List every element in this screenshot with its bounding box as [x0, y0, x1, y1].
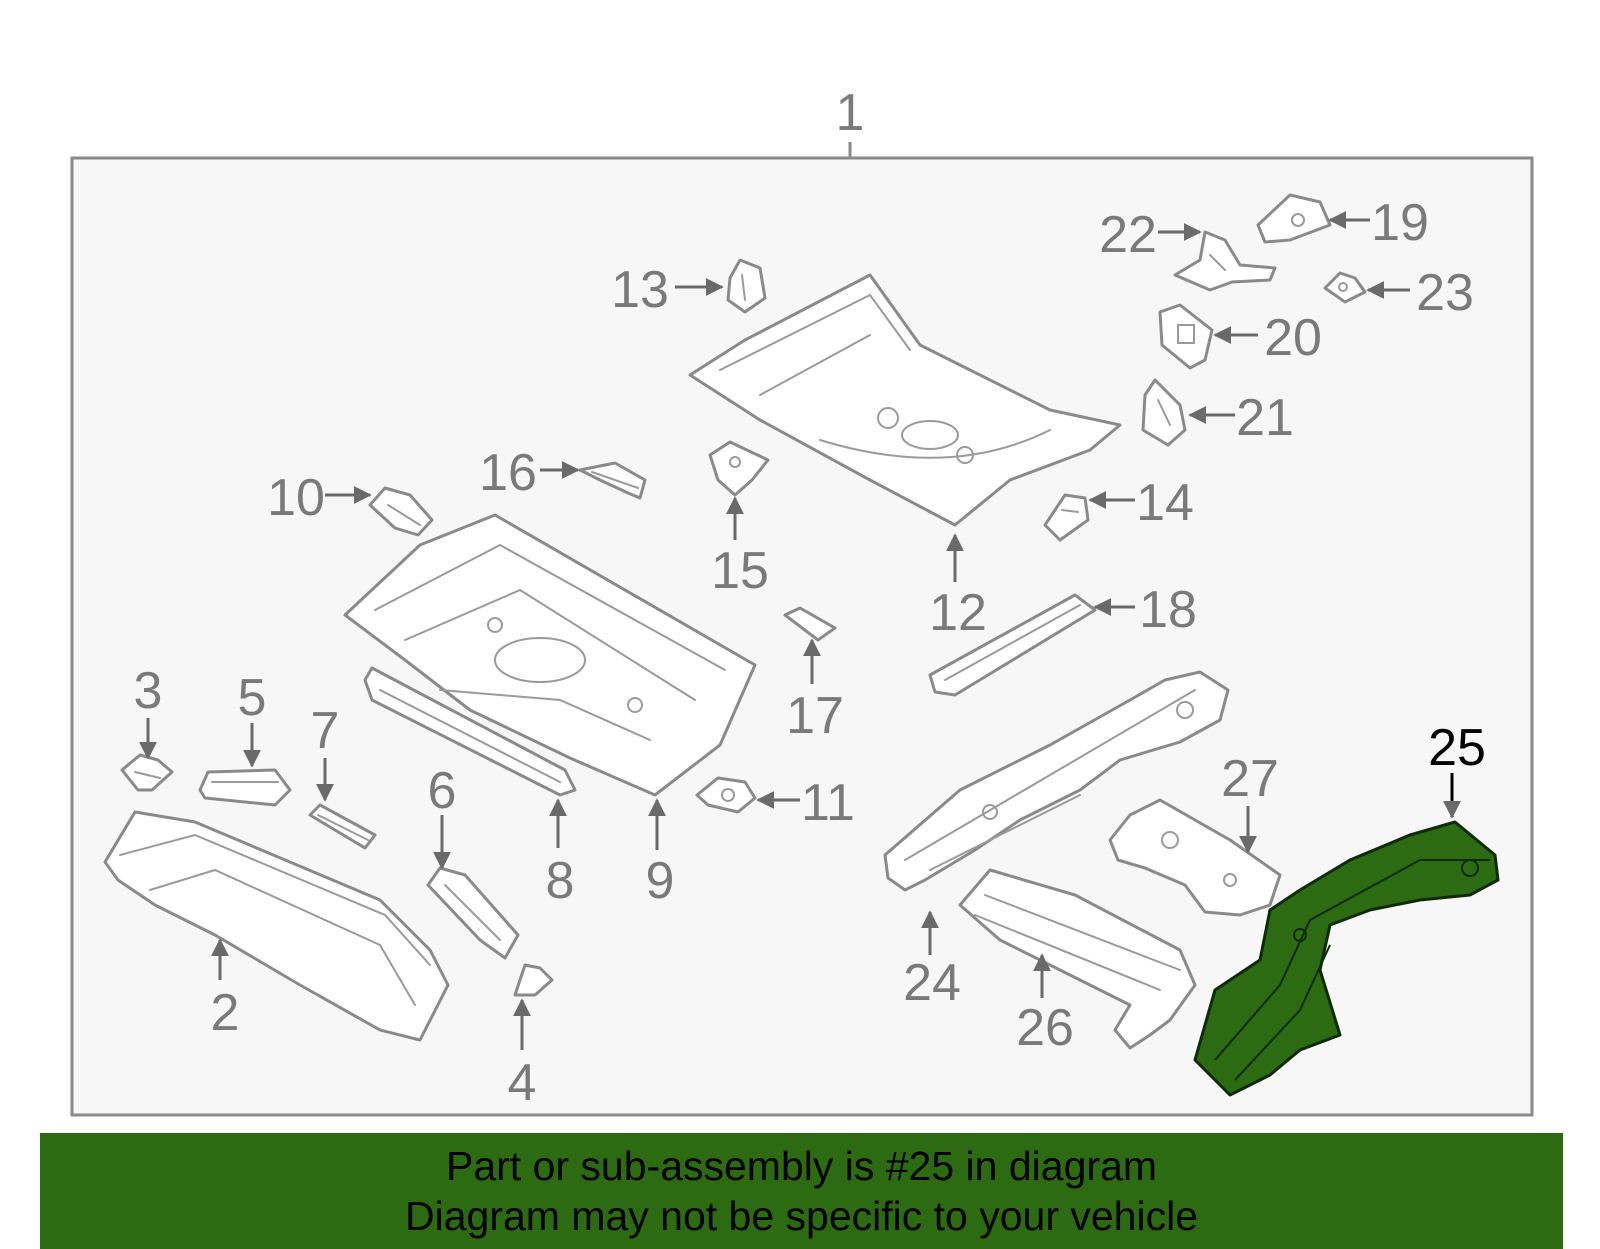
callout-8: 8 [546, 852, 575, 910]
callout-19: 19 [1371, 194, 1429, 252]
callout-24: 24 [903, 954, 961, 1012]
callout-25: 25 [1428, 719, 1486, 777]
part-18[interactable] [928, 593, 1097, 697]
part-5[interactable] [198, 768, 292, 807]
part-4[interactable] [513, 963, 554, 997]
part-27[interactable] [1108, 798, 1282, 917]
callout-5: 5 [238, 669, 267, 727]
part-2[interactable] [103, 810, 450, 1042]
part-23[interactable] [1323, 271, 1367, 304]
callout-15: 15 [711, 542, 769, 600]
callout-17: 17 [786, 687, 844, 745]
part-7[interactable] [308, 803, 377, 850]
part-9[interactable] [343, 513, 757, 797]
part-24[interactable] [883, 670, 1230, 892]
part-8[interactable] [363, 666, 577, 797]
banner-line-2: Diagram may not be specific to your vehi… [404, 1193, 1198, 1239]
part-16[interactable] [578, 461, 647, 500]
callout-21: 21 [1236, 389, 1294, 447]
part-25[interactable] [1193, 820, 1500, 1097]
callout-6: 6 [428, 762, 457, 820]
banner-line-1: Part or sub-assembly is #25 in diagram [446, 1143, 1157, 1189]
callout-23: 23 [1416, 264, 1474, 322]
part-14[interactable] [1043, 493, 1090, 542]
callout-20: 20 [1264, 309, 1322, 367]
part-21[interactable] [1141, 378, 1187, 447]
part-10[interactable] [368, 486, 434, 537]
part-3[interactable] [120, 753, 174, 792]
part-12[interactable] [688, 273, 1122, 527]
callout-1: 1 [836, 84, 865, 142]
part-26[interactable] [958, 868, 1197, 1050]
callout-18: 18 [1139, 581, 1197, 639]
callout-11: 11 [801, 774, 855, 832]
callout-22: 22 [1099, 206, 1157, 264]
callout-10: 10 [267, 469, 325, 527]
callout-12: 12 [929, 584, 987, 642]
part-22[interactable] [1173, 230, 1277, 292]
callout-2: 2 [211, 984, 240, 1042]
part-15[interactable] [708, 440, 770, 497]
callout-27: 27 [1221, 750, 1279, 808]
callout-9: 9 [646, 852, 675, 910]
part-13[interactable] [726, 258, 767, 314]
info-banner: Part or sub-assembly is #25 in diagram D… [40, 1133, 1563, 1249]
callout-4: 4 [508, 1054, 537, 1112]
callout-14: 14 [1136, 474, 1194, 532]
callout-3: 3 [134, 662, 163, 720]
part-17[interactable] [783, 606, 837, 642]
callout-7: 7 [311, 702, 340, 760]
callout-13: 13 [611, 261, 669, 319]
callout-16: 16 [479, 444, 537, 502]
part-11[interactable] [695, 776, 757, 814]
callout-26: 26 [1016, 999, 1074, 1057]
part-20[interactable] [1158, 303, 1214, 370]
